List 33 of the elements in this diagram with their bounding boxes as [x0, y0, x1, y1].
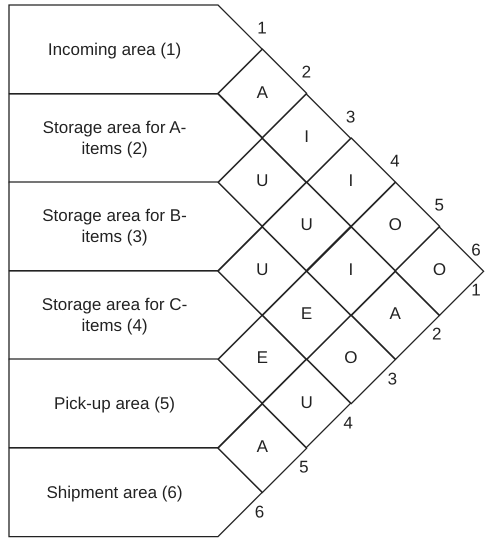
- area-label: Storage area for C-items (4): [40, 294, 188, 338]
- relationship-code: A: [256, 438, 268, 456]
- area-number: 4: [343, 414, 353, 432]
- relationship-code: O: [432, 260, 446, 278]
- relationship-code: U: [256, 172, 268, 190]
- area-number: 2: [432, 326, 442, 343]
- relationship-code: U: [300, 216, 313, 234]
- area-number: 1: [257, 20, 267, 36]
- area-number: 1: [471, 282, 481, 298]
- area-number: 4: [390, 152, 400, 170]
- relationship-code: I: [348, 172, 354, 190]
- relationship-code: I: [348, 260, 354, 278]
- area-label: Pick-up area (5): [53, 393, 176, 416]
- area-number: 3: [388, 370, 398, 388]
- area-label: Incoming area (1): [46, 38, 182, 61]
- area-number: 6: [254, 503, 264, 520]
- relationship-code: A: [256, 84, 268, 101]
- relationship-code: O: [344, 350, 358, 367]
- area-number: 6: [471, 241, 481, 258]
- area-number: 2: [302, 64, 312, 81]
- area-number: 3: [346, 108, 356, 126]
- relationship-code: I: [304, 128, 309, 146]
- relationship-code: E: [300, 305, 312, 322]
- relationship-code: E: [256, 350, 268, 367]
- relationship-code: A: [390, 305, 401, 322]
- relationship-code: U: [300, 394, 313, 411]
- area-label: Storage area for B-items (3): [41, 205, 188, 248]
- area-number: 5: [434, 196, 444, 214]
- area-number: 5: [299, 458, 309, 476]
- relationship-code: U: [256, 260, 268, 278]
- area-label: Storage area for A-items (2): [42, 116, 188, 160]
- relationship-code: O: [388, 216, 402, 234]
- area-label: Shipment area (6): [45, 482, 184, 504]
